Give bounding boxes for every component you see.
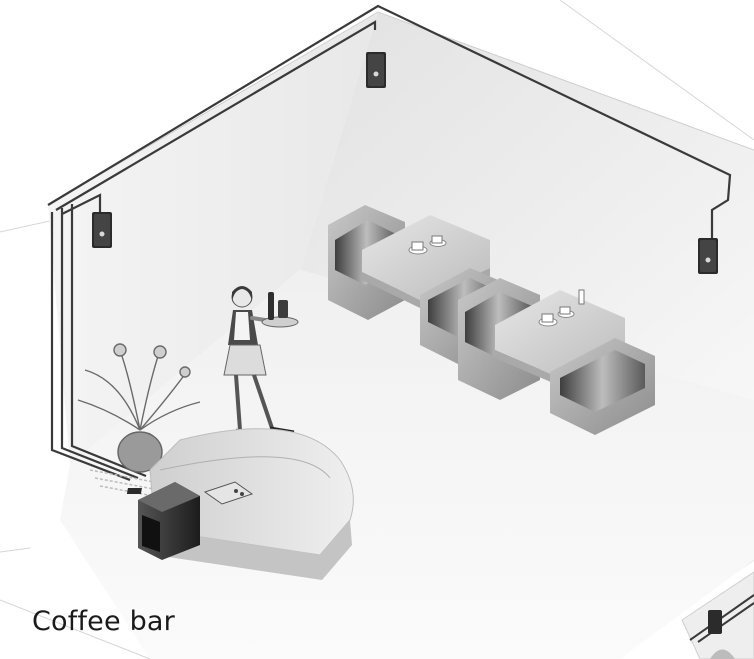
wall-speaker-icon-left (92, 212, 112, 248)
wall-speaker-icon-partial (708, 610, 722, 634)
wall-speaker-icon-right (698, 238, 718, 274)
ceiling-speaker-icon (366, 52, 386, 88)
room-walls (48, 12, 754, 659)
room-caption: Coffee bar (32, 606, 175, 637)
